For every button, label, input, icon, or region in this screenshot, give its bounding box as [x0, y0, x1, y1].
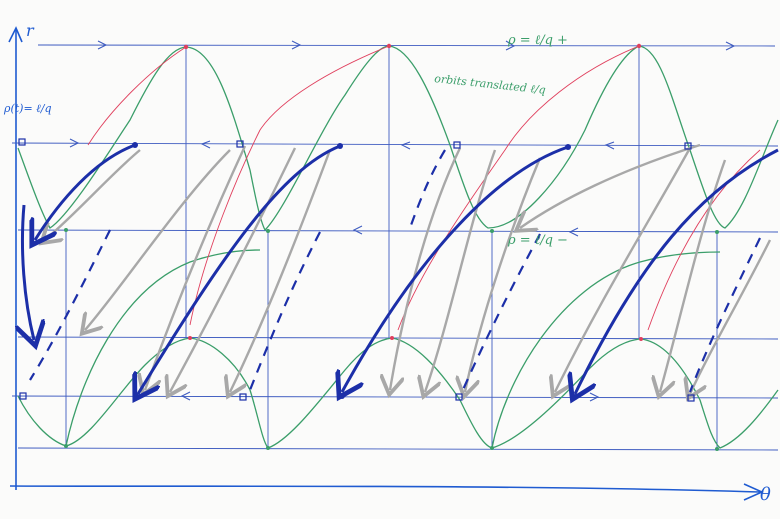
dashed-arrow: [408, 149, 446, 229]
gray-arrow: [465, 157, 542, 392]
red-curve-3: [397, 45, 640, 331]
line-lower-mid: [17, 336, 779, 340]
green-lower-arc-1: [65, 249, 261, 447]
point: [337, 143, 343, 149]
gray-arrow: [145, 145, 247, 390]
point: [490, 446, 494, 450]
dashed-arrow: [460, 233, 541, 393]
green-lower-wave: [17, 337, 779, 449]
orbit-note: orbits translated ℓ/q: [434, 72, 547, 97]
gray-arrow: [230, 149, 332, 392]
point: [639, 337, 643, 341]
rho-plus-label: ρ = ℓ/q +: [507, 33, 568, 48]
gray-arrow: [520, 143, 701, 228]
theta-axis-label: θ: [760, 484, 771, 505]
point: [715, 447, 719, 451]
axes: [8, 26, 764, 501]
square-marker: [684, 142, 692, 150]
line-middle: [17, 229, 779, 233]
blue-arrow: [575, 148, 779, 394]
arrow-icon: [568, 227, 579, 237]
dashed-arrow: [248, 231, 321, 391]
point: [490, 229, 494, 233]
blue-arrow: [22, 204, 34, 340]
point: [386, 43, 392, 49]
red-curve-2: [189, 45, 390, 326]
square-marker: [18, 138, 26, 146]
point: [565, 144, 571, 150]
arrow-icon: [589, 392, 600, 402]
horizontal-axis: [9, 485, 761, 493]
vertical-lines: [65, 45, 718, 450]
point: [390, 336, 394, 340]
gray-arrow: [660, 159, 727, 392]
point: [183, 44, 189, 50]
point: [266, 446, 270, 450]
line-lower-orbit: [11, 395, 779, 399]
green-lower-arc-2: [491, 251, 721, 449]
gray-arrows: [45, 143, 772, 394]
blue-arrow: [342, 145, 569, 392]
points: [18, 43, 719, 451]
gray-arrow: [85, 149, 231, 330]
line-bottom: [17, 447, 779, 451]
line-upper-orbit: [11, 142, 779, 147]
vertical-axis-arrow-icon: [8, 26, 23, 43]
point: [715, 230, 719, 234]
gray-arrow: [690, 239, 772, 394]
gray-arrow: [425, 149, 497, 392]
dashed-arrows: [29, 149, 761, 393]
dashed-arrow: [29, 229, 111, 381]
square-marker: [687, 394, 695, 402]
blue-arrows: [22, 143, 779, 394]
point: [636, 43, 642, 49]
point: [64, 228, 68, 232]
point: [133, 393, 139, 399]
arrow-icon: [200, 140, 211, 149]
square-marker: [19, 392, 27, 400]
blue-arrow: [138, 144, 341, 394]
point: [188, 336, 192, 340]
point: [64, 444, 68, 448]
arrow-icon: [505, 40, 516, 51]
point: [572, 394, 578, 400]
arrow-icon: [97, 40, 108, 50]
square-marker: [453, 141, 461, 149]
arrow-icon: [69, 138, 80, 148]
arrow-icon: [291, 40, 302, 50]
arrow-icon: [725, 41, 736, 51]
dashed-arrow: [688, 237, 761, 393]
blue-arrow: [35, 143, 136, 240]
point: [339, 393, 345, 399]
horizontal-axis-arrow-icon: [743, 483, 764, 501]
rho-minus-label: ρ = ℓ/q −: [507, 233, 568, 248]
arrow-icon: [180, 391, 191, 401]
gray-arrow: [170, 147, 297, 392]
line-top: [37, 44, 776, 47]
square-marker: [236, 140, 244, 148]
red-curves: [87, 45, 761, 331]
arrow-icon: [604, 141, 615, 150]
red-curve-1: [87, 46, 187, 146]
gray-arrow: [390, 147, 462, 390]
labels: r θ ρ = ℓ/q + orbits translated ℓ/q ρ = …: [3, 21, 771, 505]
point: [132, 142, 138, 148]
green-upper-wave: [17, 45, 779, 232]
gray-arrow: [45, 149, 141, 240]
red-curve-4: [647, 149, 761, 331]
arrow-icon: [352, 225, 363, 235]
rho-of-t-label: ρ(t)= ℓ/q: [3, 102, 52, 115]
arrow-icon: [400, 141, 411, 150]
point: [266, 229, 270, 233]
gray-arrow: [555, 147, 692, 392]
square-marker: [239, 393, 247, 401]
square-marker: [455, 393, 463, 401]
r-axis-label: r: [26, 21, 35, 40]
